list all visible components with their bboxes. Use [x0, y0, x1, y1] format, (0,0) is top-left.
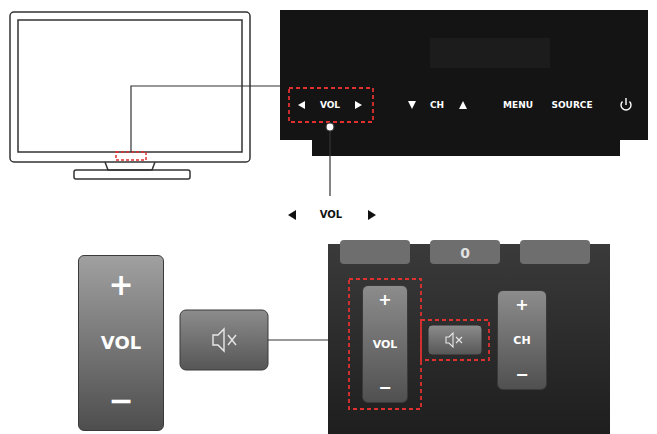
button-label: −	[108, 386, 133, 416]
mute-button	[428, 325, 482, 355]
button-label: −	[378, 380, 391, 396]
panel-label: VOL	[320, 101, 340, 110]
remote-top-buttons	[340, 240, 590, 264]
highlight-box	[349, 279, 421, 409]
highlight-box	[289, 88, 373, 122]
mute-icon	[446, 333, 462, 347]
callout-label: VOL	[320, 210, 342, 220]
panel-label: CH	[430, 101, 444, 110]
leader-line	[131, 86, 282, 152]
button: + VOL −	[78, 255, 164, 431]
highlight-box	[116, 152, 146, 160]
button-label: +	[108, 270, 133, 300]
panel-window	[430, 38, 550, 68]
control-panel	[280, 10, 648, 156]
power-icon	[621, 98, 631, 110]
button-label: CH	[513, 335, 530, 346]
button-label: +	[378, 292, 391, 308]
button: + VOL −	[362, 285, 408, 403]
button-label: +	[515, 297, 528, 313]
callout-arrows	[288, 210, 376, 220]
button: + CH −	[497, 290, 547, 390]
tv-outline	[10, 12, 250, 179]
button-label: VOL	[373, 339, 398, 350]
mute-button	[180, 310, 268, 370]
remote-photo	[328, 244, 610, 434]
leader-dot	[326, 123, 334, 131]
panel-arrows	[298, 101, 467, 109]
button-label: 0	[460, 246, 470, 260]
panel-label: SOURCE	[551, 101, 592, 110]
mute-icon	[213, 329, 236, 351]
button-label: VOL	[101, 334, 141, 352]
button-label: −	[515, 367, 528, 383]
panel-label: MENU	[503, 101, 533, 110]
highlight-box	[421, 320, 489, 360]
leader-line	[329, 122, 330, 196]
